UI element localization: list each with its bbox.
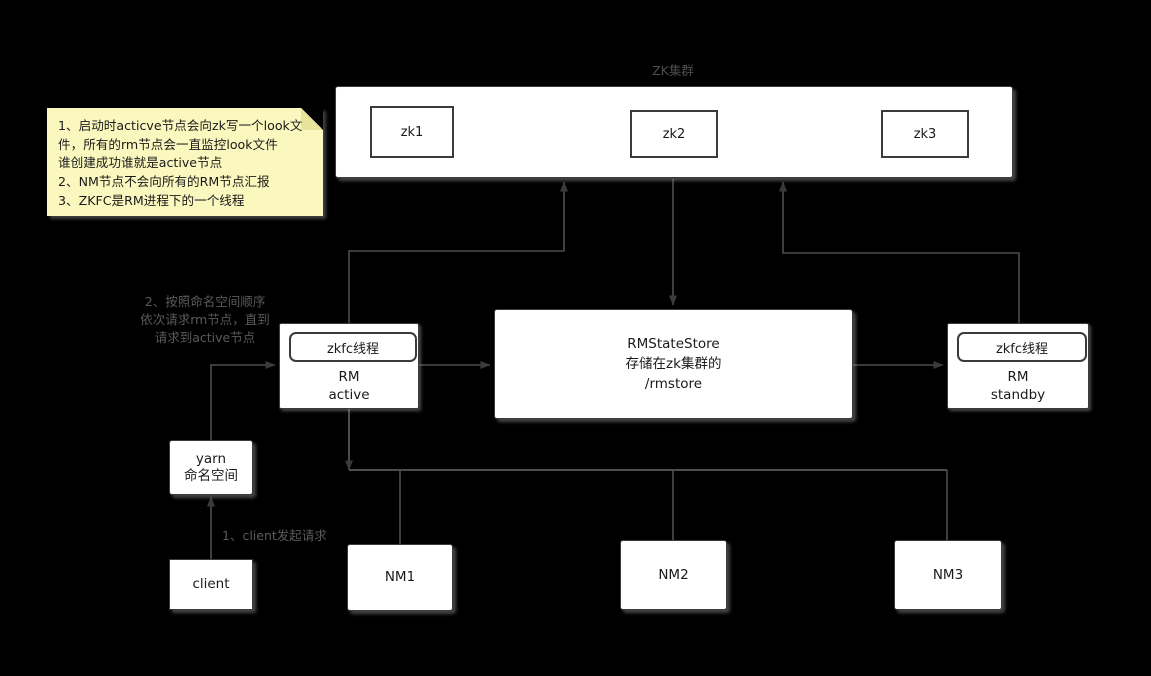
yarn-namespace-node[interactable]: yarn 命名空间 [169, 440, 253, 495]
note-text: 1、启动时acticve节点会向zk写一个look文件，所有的rm节点会一直监控… [58, 118, 303, 208]
node-manager-label: NM1 [384, 569, 416, 586]
zk-cluster-container: zk1 zk2 zk3 [335, 86, 1013, 178]
edge-zkfc-standby-to-zk [779, 181, 1020, 323]
client-label: client [192, 576, 230, 593]
rm-standby-node[interactable]: zkfc线程 RM standby [947, 323, 1089, 409]
node-manager-nm2[interactable]: NM2 [620, 540, 727, 610]
zkfc-thread-label: zkfc线程 [995, 341, 1049, 357]
rm-state: active [328, 387, 370, 404]
rm-active-node[interactable]: zkfc线程 RM active [279, 323, 419, 409]
zk-node-label: zk2 [662, 126, 686, 142]
store-line-3: /rmstore [644, 376, 703, 393]
zkfc-thread-standby[interactable]: zkfc线程 [957, 332, 1087, 362]
rm-state-store-text: RMStateStore 存储在zk集群的 /rmstore [626, 334, 722, 395]
note-fold-corner [301, 108, 323, 130]
node-manager-nm1[interactable]: NM1 [347, 544, 453, 611]
label-namespace-order: 2、按照命名空间顺序依次请求rm节点，直到请求到active节点 [140, 294, 270, 346]
zk-cluster-label: ZK集群 [652, 63, 694, 78]
rm-state-store-node[interactable]: RMStateStore 存储在zk集群的 /rmstore [494, 309, 853, 419]
zk-node-zk3[interactable]: zk3 [881, 110, 969, 158]
zk-node-label: zk3 [913, 126, 937, 142]
sticky-note: 1、启动时acticve节点会向zk写一个look文件，所有的rm节点会一直监控… [47, 108, 323, 216]
yarn-line-2: 命名空间 [184, 467, 238, 484]
rm-state: standby [990, 387, 1046, 404]
client-node[interactable]: client [169, 559, 253, 610]
node-manager-nm3[interactable]: NM3 [894, 540, 1002, 610]
label-client-request: 1、client发起请求 [222, 528, 327, 543]
store-line-1: RMStateStore [627, 335, 720, 352]
node-manager-label: NM3 [932, 566, 964, 583]
zkfc-thread-active[interactable]: zkfc线程 [289, 332, 417, 362]
store-line-2: 存储在zk集群的 [625, 355, 722, 372]
rm-active-text: RM active [280, 368, 418, 404]
zk-node-zk1[interactable]: zk1 [370, 106, 454, 158]
yarn-line-1: yarn [195, 450, 227, 467]
edge-yarn-to-rm-active [210, 361, 276, 440]
node-manager-label: NM2 [658, 566, 689, 583]
rm-name: RM [338, 369, 360, 385]
rm-name: RM [1007, 369, 1029, 385]
zk-node-label: zk1 [400, 124, 424, 140]
yarn-namespace-text: yarn 命名空间 [184, 451, 238, 485]
edge-zkfc-active-to-zk [348, 181, 568, 323]
zk-node-zk2[interactable]: zk2 [630, 110, 718, 158]
zkfc-thread-label: zkfc线程 [326, 341, 380, 357]
rm-standby-text: RM standby [948, 368, 1088, 404]
